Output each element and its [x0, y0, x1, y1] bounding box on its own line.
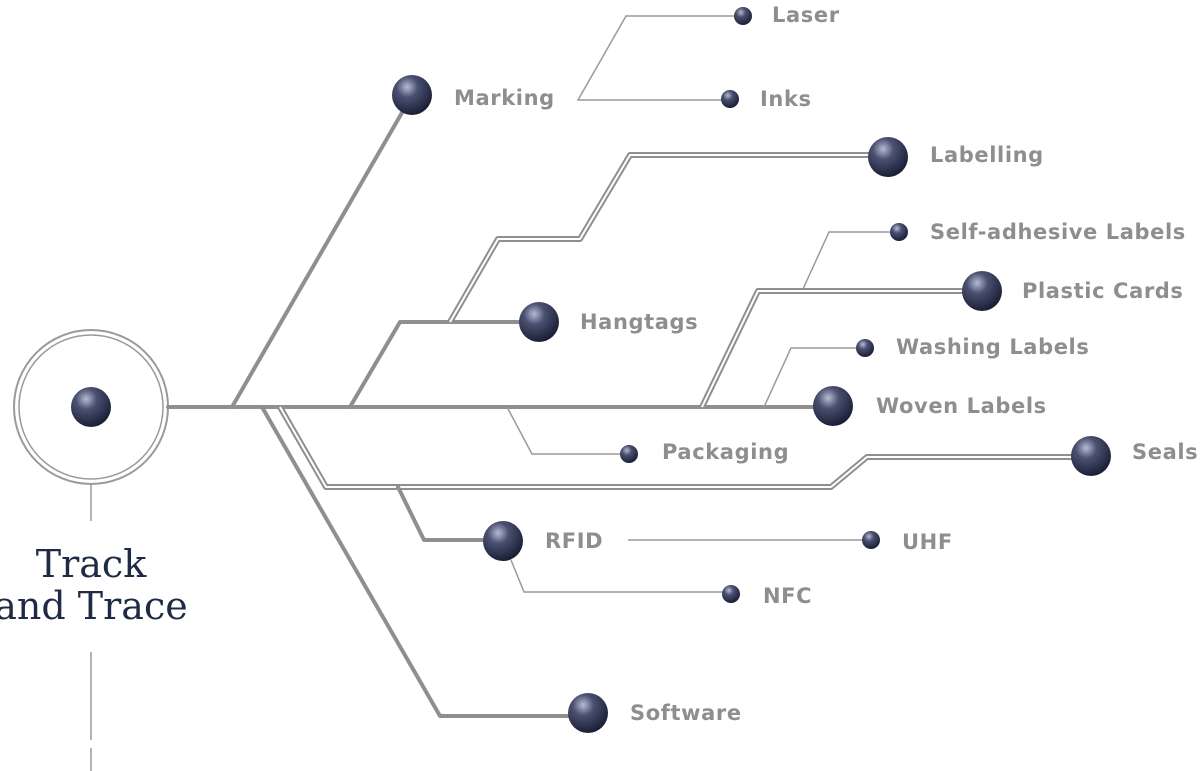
node-marking[interactable]: Marking: [392, 75, 555, 115]
node-hangtags[interactable]: Hangtags: [519, 302, 698, 342]
label-rfid: RFID: [545, 529, 603, 553]
label-laser: Laser: [772, 3, 840, 27]
label-uhf: UHF: [902, 530, 953, 554]
label-hangtags: Hangtags: [580, 310, 698, 334]
branch-software: [260, 405, 590, 718]
branch-nfc: [510, 559, 730, 593]
label-labelling: Labelling: [930, 143, 1044, 167]
node-labelling[interactable]: Labelling: [868, 137, 1044, 177]
root-title-line1: Track: [36, 542, 147, 586]
root-node[interactable]: [13, 329, 169, 485]
branch-marking: [230, 102, 409, 409]
node-seals[interactable]: Seals: [1071, 436, 1198, 476]
branch-self-adhesive: [802, 231, 898, 290]
branch-rfid: [396, 485, 504, 542]
branch-seals-inner: [279, 406, 1090, 488]
label-plastic-cards: Plastic Cards: [1022, 279, 1184, 303]
label-marking: Marking: [454, 86, 555, 110]
node-washing-labels[interactable]: Washing Labels: [856, 335, 1089, 359]
label-inks: Inks: [760, 87, 812, 111]
node-uhf[interactable]: UHF: [862, 530, 953, 554]
branch-laser-inks: [576, 15, 743, 101]
root-title-line2: and Trace: [0, 584, 188, 628]
label-washing-labels: Washing Labels: [896, 335, 1089, 359]
node-laser[interactable]: Laser: [734, 3, 840, 27]
node-packaging[interactable]: Packaging: [620, 440, 789, 464]
node-nfc[interactable]: NFC: [722, 584, 812, 608]
node-rfid[interactable]: RFID: [483, 521, 603, 561]
branch-hangtags: [348, 320, 540, 409]
label-self-adhesive-labels: Self-adhesive Labels: [930, 220, 1186, 244]
node-woven-labels[interactable]: Woven Labels: [813, 386, 1047, 426]
node-software[interactable]: Software: [568, 693, 742, 733]
label-software: Software: [630, 701, 742, 725]
branch-washing-labels: [763, 347, 864, 408]
node-inks[interactable]: Inks: [721, 87, 812, 111]
label-nfc: NFC: [763, 584, 812, 608]
root-node-dot: [71, 387, 111, 427]
branch-plastic-cards-inner: [701, 290, 981, 408]
branch-labelling-inner: [449, 154, 888, 323]
node-self-adhesive-labels[interactable]: Self-adhesive Labels: [890, 220, 1186, 244]
label-woven-labels: Woven Labels: [876, 394, 1047, 418]
label-packaging: Packaging: [662, 440, 789, 464]
branch-packaging: [506, 406, 628, 455]
label-seals: Seals: [1132, 440, 1198, 464]
node-plastic-cards[interactable]: Plastic Cards: [962, 271, 1184, 311]
